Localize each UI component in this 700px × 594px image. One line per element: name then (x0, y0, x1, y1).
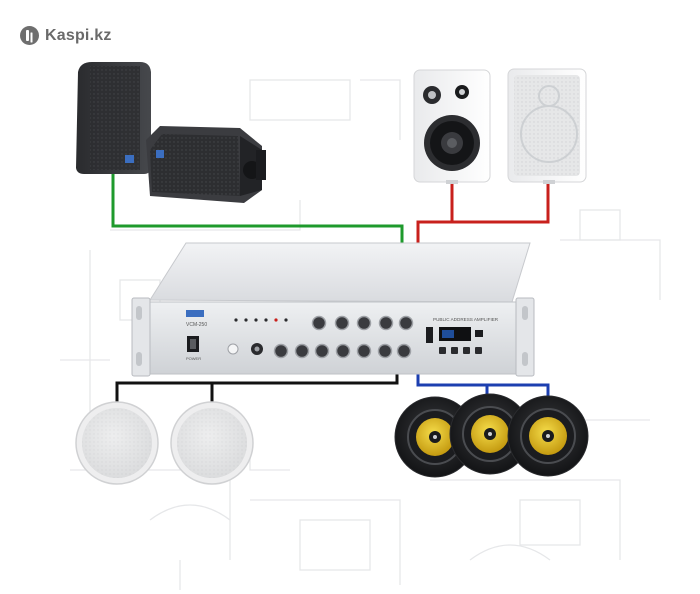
black-wall-speaker-front (76, 62, 151, 174)
pa-amplifier: VCM-250 POWER (131, 242, 535, 377)
white-wall-speaker-with-grille (507, 68, 587, 184)
model-label: VCM-250 (186, 322, 207, 328)
green-speaker-wire (111, 173, 404, 245)
indicator-leds (234, 318, 288, 322)
white-ceiling-speaker-right (170, 401, 254, 485)
red-speaker-wire-right (452, 181, 550, 224)
volume-knobs (273, 315, 414, 359)
kaspi-logo-icon (20, 26, 39, 45)
logo-text: Kaspi.kz (45, 26, 112, 44)
black-ceiling-wire (115, 371, 399, 405)
power-label: POWER (186, 356, 201, 361)
kaspi-watermark: Kaspi.kz (20, 26, 112, 45)
black-ceiling-speaker-3 (507, 395, 589, 477)
media-player-buttons (439, 347, 482, 354)
black-wall-speaker-angled (146, 126, 266, 203)
black-ceiling-speaker-2 (449, 393, 531, 475)
panel-label: PUBLIC ADDRESS AMPLIFIER (433, 317, 499, 322)
white-ceiling-speaker-left (75, 401, 159, 485)
red-speaker-wire-left (416, 181, 454, 245)
white-wall-speaker-with-driver (413, 69, 491, 184)
blueprint-background (60, 79, 661, 590)
blue-ceiling-wire (416, 371, 550, 397)
